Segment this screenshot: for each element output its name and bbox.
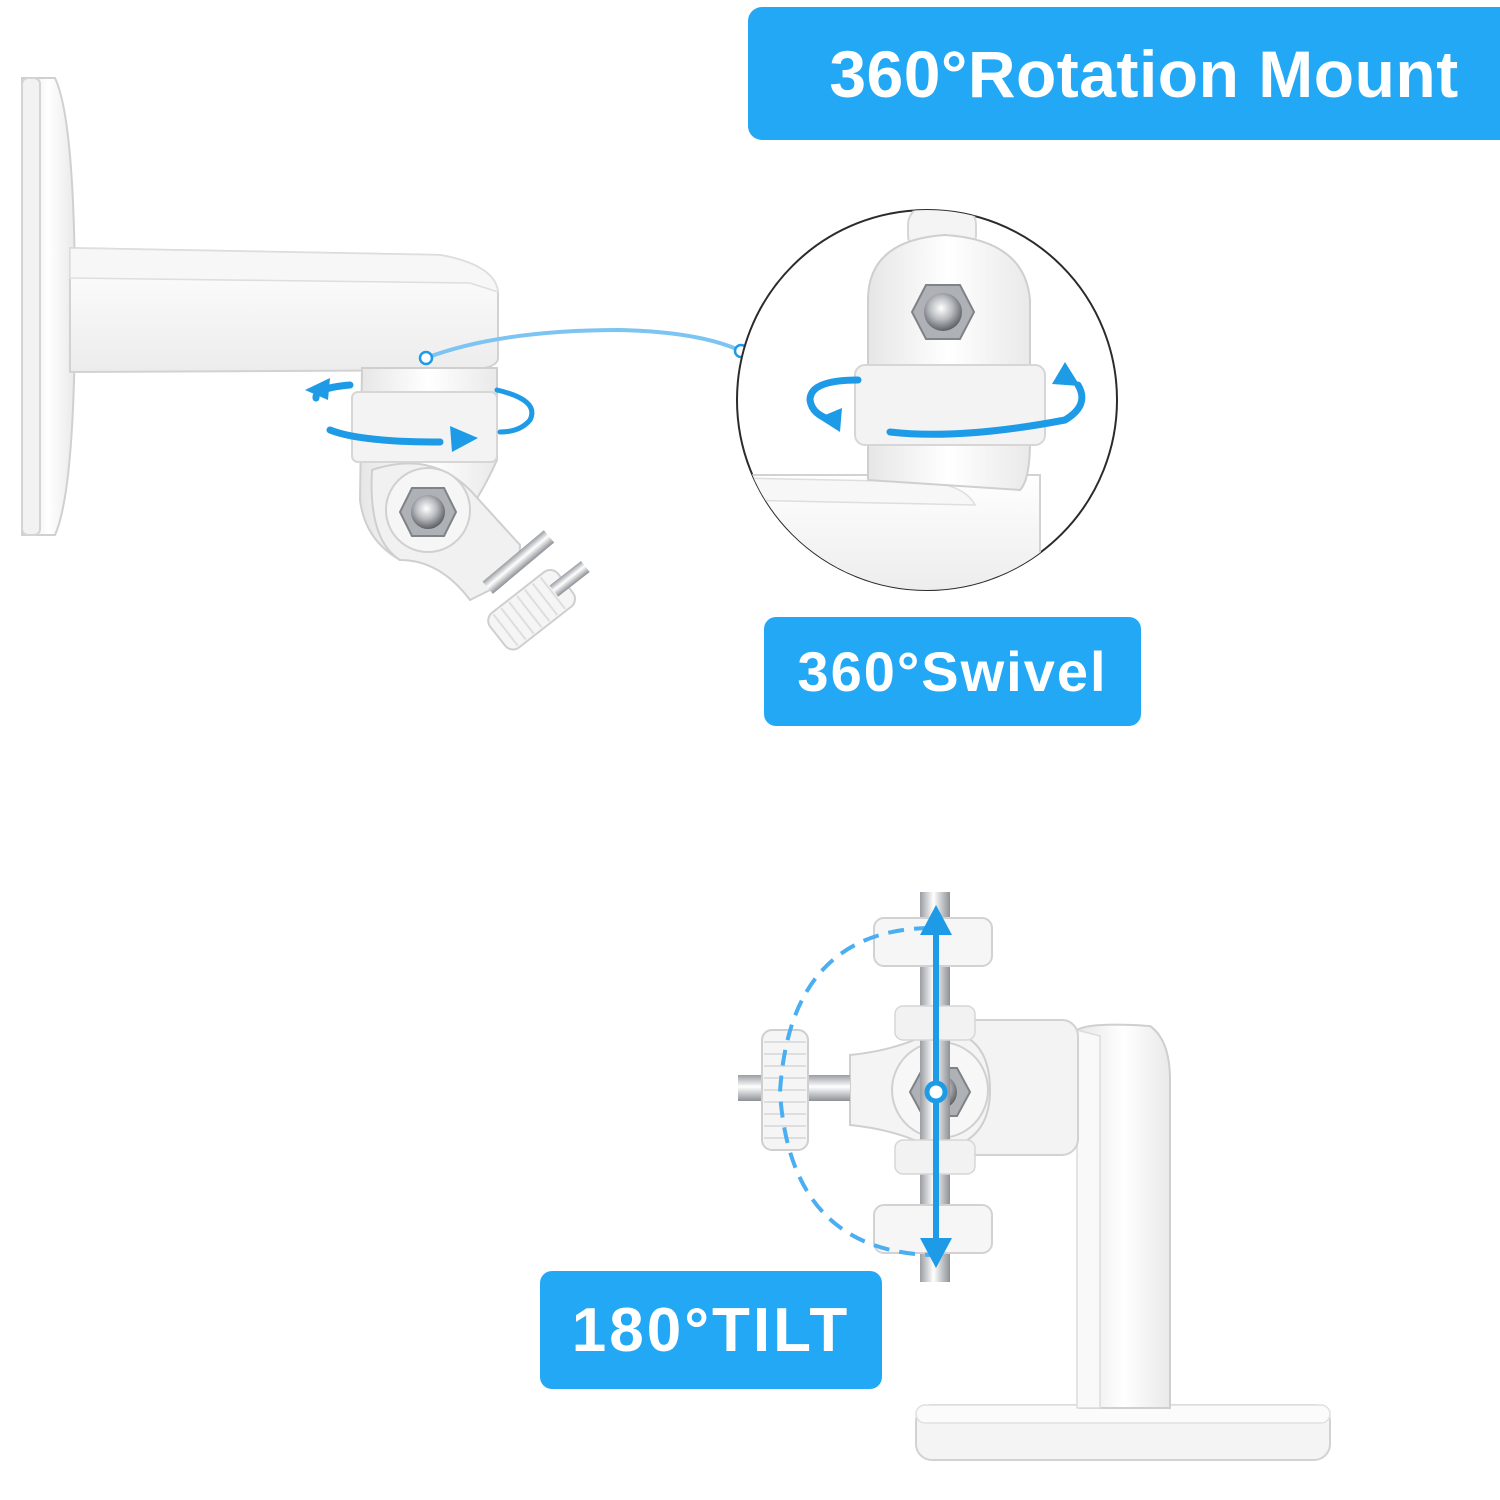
rotate-arrows-icon <box>305 378 535 452</box>
swivel-zoom-circle <box>736 209 1118 591</box>
tilt-badge: 180°TILT <box>540 1271 882 1389</box>
swivel-badge: 360°Swivel <box>764 617 1141 726</box>
tilt-arc-arrows-icon <box>777 905 952 1268</box>
wall-mount-side-view <box>21 77 590 651</box>
wall-mount-tilt-view <box>738 892 1331 1461</box>
rotation-mount-badge: 360°Rotation Mount <box>748 7 1500 140</box>
